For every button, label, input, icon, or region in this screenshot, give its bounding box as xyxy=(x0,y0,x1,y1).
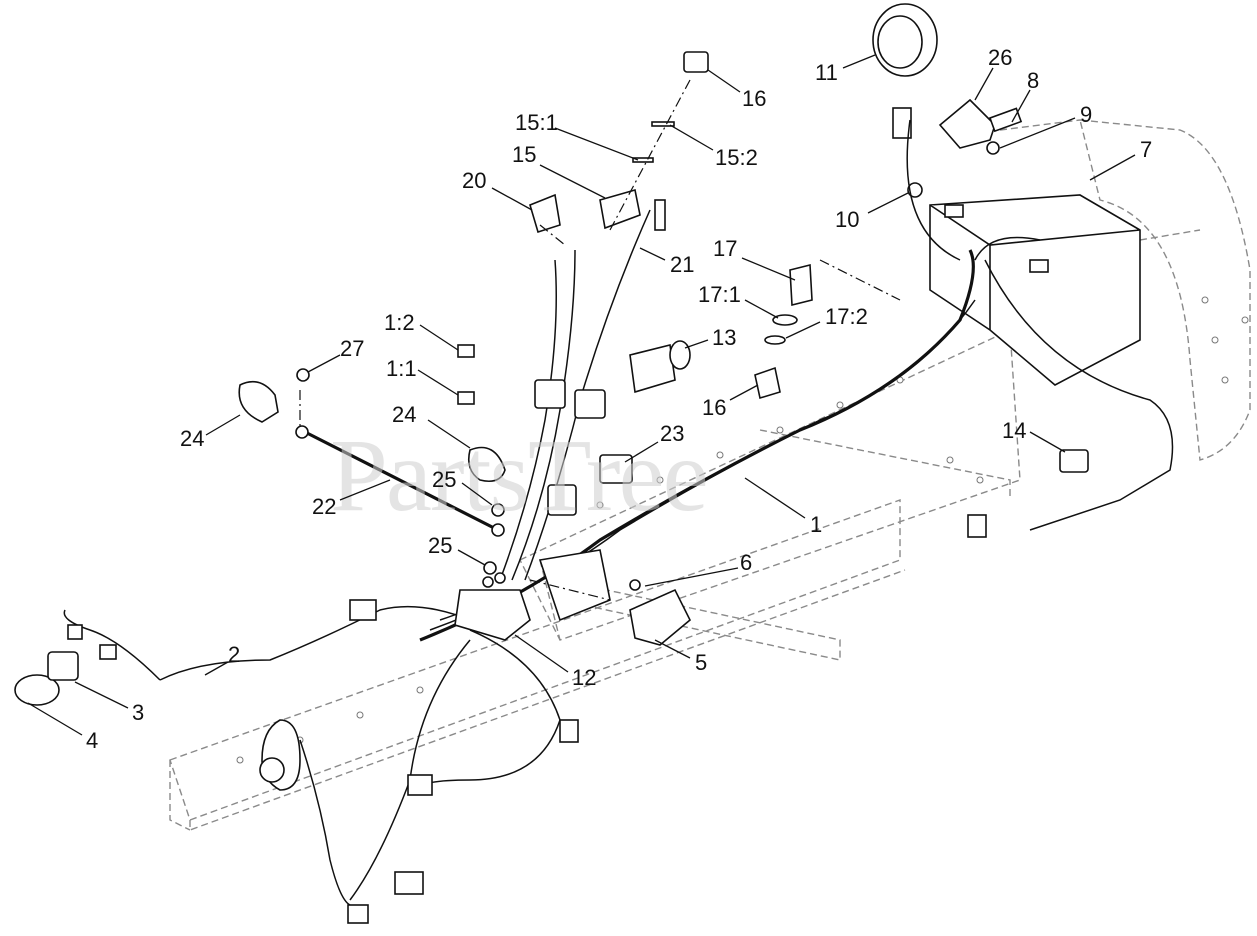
module xyxy=(629,579,691,646)
callout-17: 17 xyxy=(713,236,737,261)
callout-16-top: 16 xyxy=(742,86,766,111)
callout-27: 27 xyxy=(340,336,364,361)
callout-3: 3 xyxy=(132,700,144,725)
callout-4: 4 xyxy=(86,728,98,753)
callout-23: 23 xyxy=(660,421,684,446)
callout-5: 5 xyxy=(695,650,707,675)
callout-1: 1 xyxy=(810,512,822,537)
battery xyxy=(929,194,1141,386)
callout-17-2: 17:2 xyxy=(825,304,868,329)
callout-25-upper: 25 xyxy=(432,467,456,492)
callout-8: 8 xyxy=(1027,68,1039,93)
callout-10: 10 xyxy=(835,207,859,232)
callout-7: 7 xyxy=(1140,137,1152,162)
callout-16-lower: 16 xyxy=(702,395,726,420)
harness-connectors xyxy=(347,599,579,924)
callout-13: 13 xyxy=(712,325,736,350)
callout-15-2: 15:2 xyxy=(715,145,758,170)
callout-labels: 1 2 3 4 5 6 7 8 9 10 11 12 13 14 15 15:1… xyxy=(86,45,1152,753)
callout-6: 6 xyxy=(740,550,752,575)
callout-15-1: 15:1 xyxy=(515,110,558,135)
terminal-bracket xyxy=(454,549,611,641)
callout-1-2: 1:2 xyxy=(384,310,415,335)
callout-9: 9 xyxy=(1080,102,1092,127)
callout-1-1: 1:1 xyxy=(386,356,417,381)
callout-14: 14 xyxy=(1002,418,1026,443)
explode-lines xyxy=(299,79,901,601)
callout-24-left: 24 xyxy=(180,426,204,451)
callout-21: 21 xyxy=(670,252,694,277)
callout-15: 15 xyxy=(512,142,536,167)
relay-cluster xyxy=(457,51,1089,538)
callout-12: 12 xyxy=(572,665,596,690)
cable-boot-and-bolt xyxy=(907,98,1023,198)
callout-11: 11 xyxy=(815,60,838,85)
ground-cable xyxy=(238,368,506,575)
headlight-assembly xyxy=(14,624,301,791)
callout-24-right: 24 xyxy=(392,402,416,427)
callout-2: 2 xyxy=(228,642,240,667)
callout-17-1: 17:1 xyxy=(698,282,741,307)
alarm-disc xyxy=(872,3,938,139)
callout-22: 22 xyxy=(312,494,336,519)
watermark-text: PartsTree xyxy=(330,418,707,533)
leader-lines xyxy=(27,54,1136,736)
callout-20: 20 xyxy=(462,168,486,193)
callout-25-lower: 25 xyxy=(428,533,452,558)
callout-26: 26 xyxy=(988,45,1012,70)
